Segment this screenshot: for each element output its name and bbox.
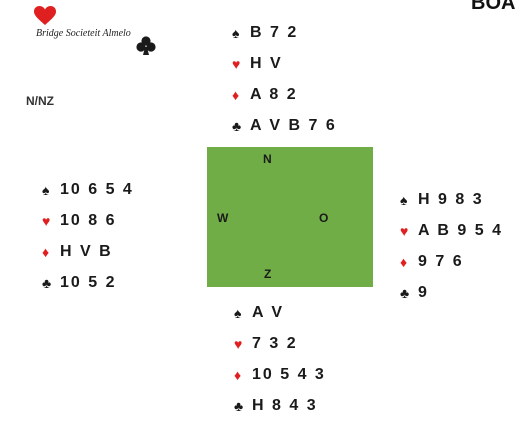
spade-icon: ♠ xyxy=(42,181,50,198)
west-diamonds: ♦ H V B xyxy=(42,236,134,267)
heart-logo-icon xyxy=(34,6,56,25)
club-icon: ♣ xyxy=(42,274,52,291)
hand-east: ♠ H 9 8 3 ♥ A B 9 5 4 ♦ 9 7 6 ♣ 9 xyxy=(400,184,503,308)
diamond-icon: ♦ xyxy=(232,86,240,103)
cards-text: 9 7 6 xyxy=(418,252,464,270)
heart-icon: ♥ xyxy=(234,335,243,352)
heart-icon: ♥ xyxy=(232,55,241,72)
club-icon: ♣ xyxy=(232,117,242,134)
spade-icon: ♠ xyxy=(234,304,242,321)
north-clubs: ♣ A V B 7 6 xyxy=(232,110,337,141)
spade-icon: ♠ xyxy=(400,191,408,208)
heart-icon: ♥ xyxy=(400,222,409,239)
east-clubs: ♣ 9 xyxy=(400,277,503,308)
compass-south: Z xyxy=(264,267,272,281)
club-logo: Bridge Societeit Almelo xyxy=(28,6,168,62)
club-logo-icon xyxy=(136,36,156,55)
north-hearts: ♥ H V xyxy=(232,48,337,79)
cards-text: H 9 8 3 xyxy=(418,190,484,208)
cards-text: 10 5 2 xyxy=(60,273,117,291)
south-hearts: ♥ 7 3 2 xyxy=(234,328,326,359)
north-diamonds: ♦ A 8 2 xyxy=(232,79,337,110)
logo-text: Bridge Societeit Almelo xyxy=(36,28,131,39)
south-clubs: ♣ H 8 4 3 xyxy=(234,390,326,421)
club-icon: ♣ xyxy=(400,284,410,301)
cards-text: 10 8 6 xyxy=(60,211,117,229)
diamond-icon: ♦ xyxy=(234,366,242,383)
hand-north: ♠ B 7 2 ♥ H V ♦ A 8 2 ♣ A V B 7 6 xyxy=(232,17,337,141)
club-icon: ♣ xyxy=(234,397,244,414)
cards-text: 7 3 2 xyxy=(252,334,298,352)
cards-text: A V B 7 6 xyxy=(250,116,337,134)
cards-text: H 8 4 3 xyxy=(252,396,318,414)
north-spades: ♠ B 7 2 xyxy=(232,17,337,48)
cards-text: H V B xyxy=(60,242,113,260)
hand-south: ♠ A V ♥ 7 3 2 ♦ 10 5 4 3 ♣ H 8 4 3 xyxy=(234,297,326,421)
diamond-icon: ♦ xyxy=(400,253,408,270)
bridge-table: N W O Z xyxy=(207,147,373,287)
cards-text: 10 6 5 4 xyxy=(60,180,134,198)
cards-text: B 7 2 xyxy=(250,23,299,41)
cards-text: A 8 2 xyxy=(250,85,298,103)
west-clubs: ♣ 10 5 2 xyxy=(42,267,134,298)
cards-text: 10 5 4 3 xyxy=(252,365,326,383)
compass-north: N xyxy=(263,152,272,166)
hand-west: ♠ 10 6 5 4 ♥ 10 8 6 ♦ H V B ♣ 10 5 2 xyxy=(42,174,134,298)
compass-west: W xyxy=(217,211,229,225)
diamond-icon: ♦ xyxy=(42,243,50,260)
board-title: BOA xyxy=(471,0,515,14)
west-spades: ♠ 10 6 5 4 xyxy=(42,174,134,205)
spade-icon: ♠ xyxy=(232,24,240,41)
heart-icon: ♥ xyxy=(42,212,51,229)
south-spades: ♠ A V xyxy=(234,297,326,328)
cards-text: A V xyxy=(252,303,285,321)
south-diamonds: ♦ 10 5 4 3 xyxy=(234,359,326,390)
cards-text: A B 9 5 4 xyxy=(418,221,503,239)
cards-text: 9 xyxy=(418,283,429,301)
compass-east: O xyxy=(319,211,329,225)
east-diamonds: ♦ 9 7 6 xyxy=(400,246,503,277)
cards-text: H V xyxy=(250,54,283,72)
east-spades: ♠ H 9 8 3 xyxy=(400,184,503,215)
west-hearts: ♥ 10 8 6 xyxy=(42,205,134,236)
vulnerability-label: N/NZ xyxy=(26,94,54,108)
east-hearts: ♥ A B 9 5 4 xyxy=(400,215,503,246)
